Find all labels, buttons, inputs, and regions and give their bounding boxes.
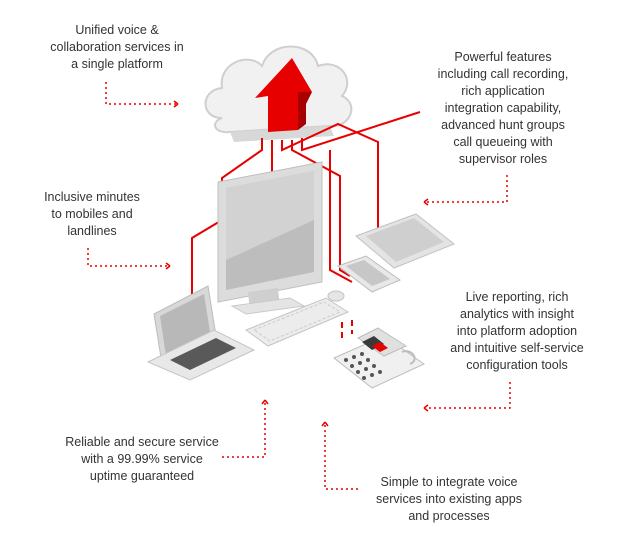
smartphone-icon xyxy=(336,255,402,293)
laptop-icon xyxy=(146,285,256,381)
upload-arrow-icon xyxy=(255,58,312,132)
caption-live-reporting: Live reporting, rich analytics with insi… xyxy=(450,290,584,372)
mouse-icon xyxy=(327,290,345,302)
caption-powerful-features: Powerful features including call recordi… xyxy=(437,50,569,166)
caption-reliable-service: Reliable and secure service with a 99.99… xyxy=(65,435,219,483)
caption-simple-integration: Simple to integrate voice services into … xyxy=(376,475,522,523)
caption-voice-collaboration: Unified voice & collaboration services i… xyxy=(50,23,184,71)
tablet-icon xyxy=(355,213,455,269)
monitor-icon xyxy=(217,161,323,315)
desk-phone-icon xyxy=(333,327,425,389)
keyboard-icon xyxy=(244,297,350,347)
caption-inclusive-minutes: Inclusive minutes to mobiles and landlin… xyxy=(44,190,140,238)
